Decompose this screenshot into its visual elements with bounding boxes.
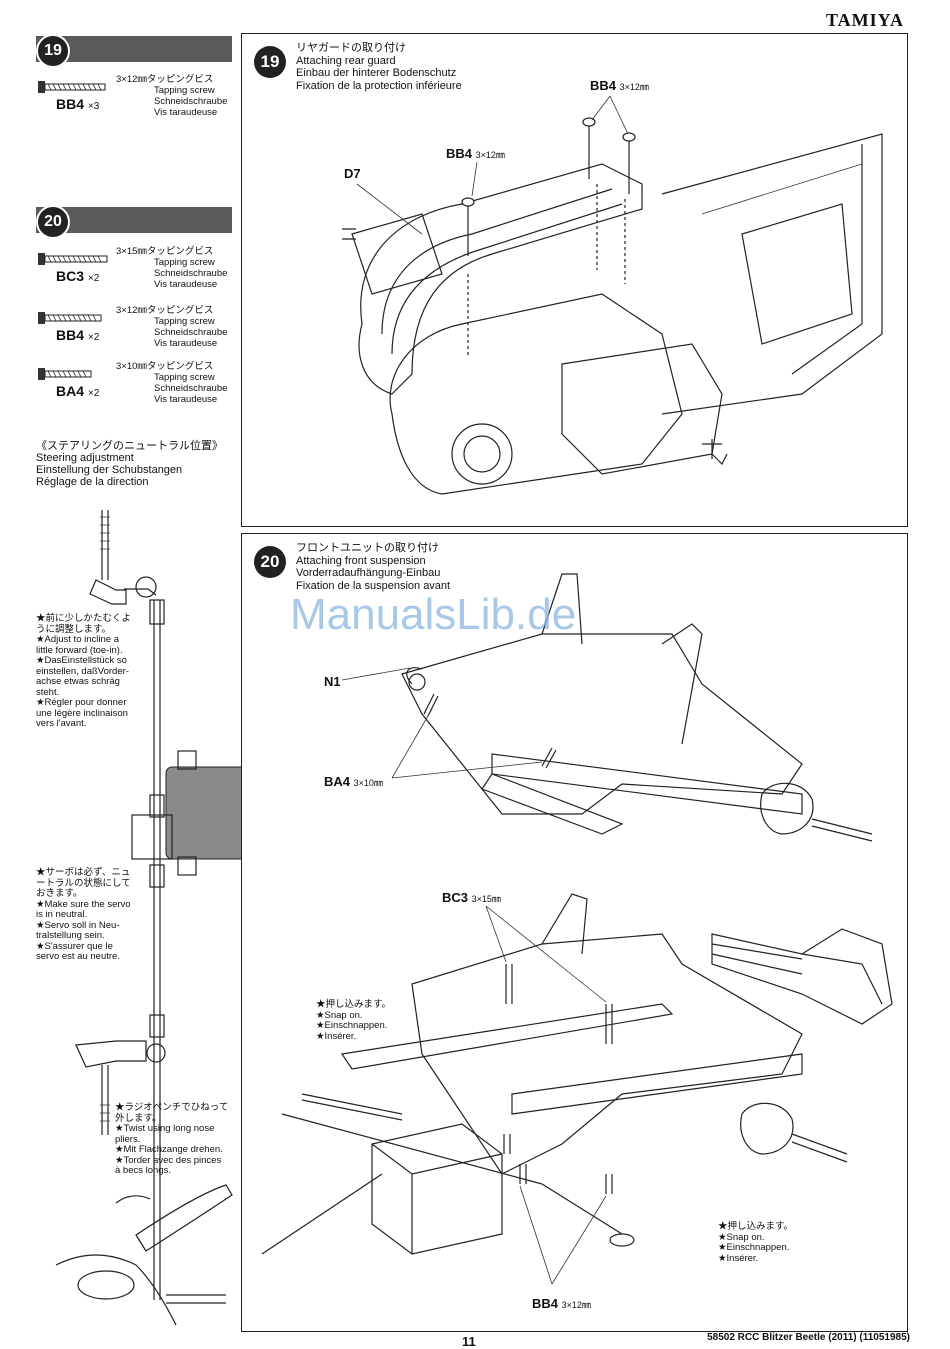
label-bb4: BB4 3×12㎜ xyxy=(532,1296,591,1311)
note-servo-neutral: ★サーボは必ず、ニュートラルの状態にしておきます。★Make sure the … xyxy=(36,867,131,962)
screw-code: BC3 ×2 xyxy=(56,268,100,284)
label-ba4: BA4 3×10㎜ xyxy=(324,774,383,789)
brand-logo: TAMIYA xyxy=(825,10,904,30)
page-number: 11 xyxy=(462,1334,476,1349)
step-19-title: リヤガードの取り付け Attaching rear guard Einbau d… xyxy=(296,42,462,92)
note-snap-on-left: ★押し込みます。★Snap on.★Einschnappen.★Insérer. xyxy=(316,999,392,1042)
step-19-panel: 19 リヤガードの取り付け Attaching rear guard Einba… xyxy=(241,33,908,527)
document-code: 58502 RCC Blitzer Beetle (2011) (1105198… xyxy=(707,1332,910,1343)
screw-code: BA4 ×2 xyxy=(56,383,100,399)
step-19-header: 19 xyxy=(36,34,232,68)
label-d7: D7 xyxy=(344,166,361,181)
note-snap-on-right: ★押し込みます。★Snap on.★Einschnappen.★Insérer. xyxy=(718,1221,794,1264)
step-20-badge: 20 xyxy=(254,546,286,578)
screw-description: 3×12㎜タッピングビス Tapping screw Schneidschrau… xyxy=(116,74,228,118)
step-20-panel: 20 フロントユニットの取り付け Attaching front suspens… xyxy=(241,533,908,1332)
tapping-screw-icon xyxy=(38,368,92,380)
screw-description: 3×12㎜タッピングビス Tapping screw Schneidschrau… xyxy=(116,305,228,349)
screw-item: BA4 ×2 3×10㎜タッピングビス Tapping screw Schnei… xyxy=(36,361,236,413)
front-suspension-diagram xyxy=(261,573,893,1285)
step-19-badge: 19 xyxy=(254,46,286,78)
watermark: ManualsLib.de xyxy=(290,590,577,639)
screw-code: BB4 ×3 xyxy=(56,96,100,112)
step-19-number: 19 xyxy=(36,34,70,68)
tapping-screw-icon xyxy=(38,312,102,324)
label-n1: N1 xyxy=(324,674,341,689)
screw-code: BB4 ×2 xyxy=(56,327,100,343)
steering-adjustment-title: 《ステアリングのニュートラル位置》 Steering adjustment Ei… xyxy=(36,440,223,488)
screw-item: BB4 ×3 3×12㎜タッピングビス Tapping screw Schnei… xyxy=(36,74,236,126)
screw-item: BB4 ×2 3×12㎜タッピングビス Tapping screw Schnei… xyxy=(36,305,236,357)
screw-item: BC3 ×2 3×15㎜タッピングビス Tapping screw Schnei… xyxy=(36,246,236,298)
tapping-screw-icon xyxy=(38,253,108,265)
screw-description: 3×10㎜タッピングビス Tapping screw Schneidschrau… xyxy=(116,361,228,405)
steering-linkage-illustration xyxy=(55,510,249,1326)
screw-description: 3×15㎜タッピングビス Tapping screw Schneidschrau… xyxy=(116,246,228,290)
step-20-header: 20 xyxy=(36,205,232,239)
rear-guard-diagram xyxy=(342,95,883,495)
step-20-number: 20 xyxy=(36,205,70,239)
label-bb4-mid: BB4 3×12㎜ xyxy=(446,146,505,161)
step-20-title: フロントユニットの取り付け Attaching front suspension… xyxy=(296,542,451,592)
label-bc3: BC3 3×15㎜ xyxy=(442,890,501,905)
tapping-screw-icon xyxy=(38,81,106,93)
label-bb4-top: BB4 3×12㎜ xyxy=(590,78,649,93)
